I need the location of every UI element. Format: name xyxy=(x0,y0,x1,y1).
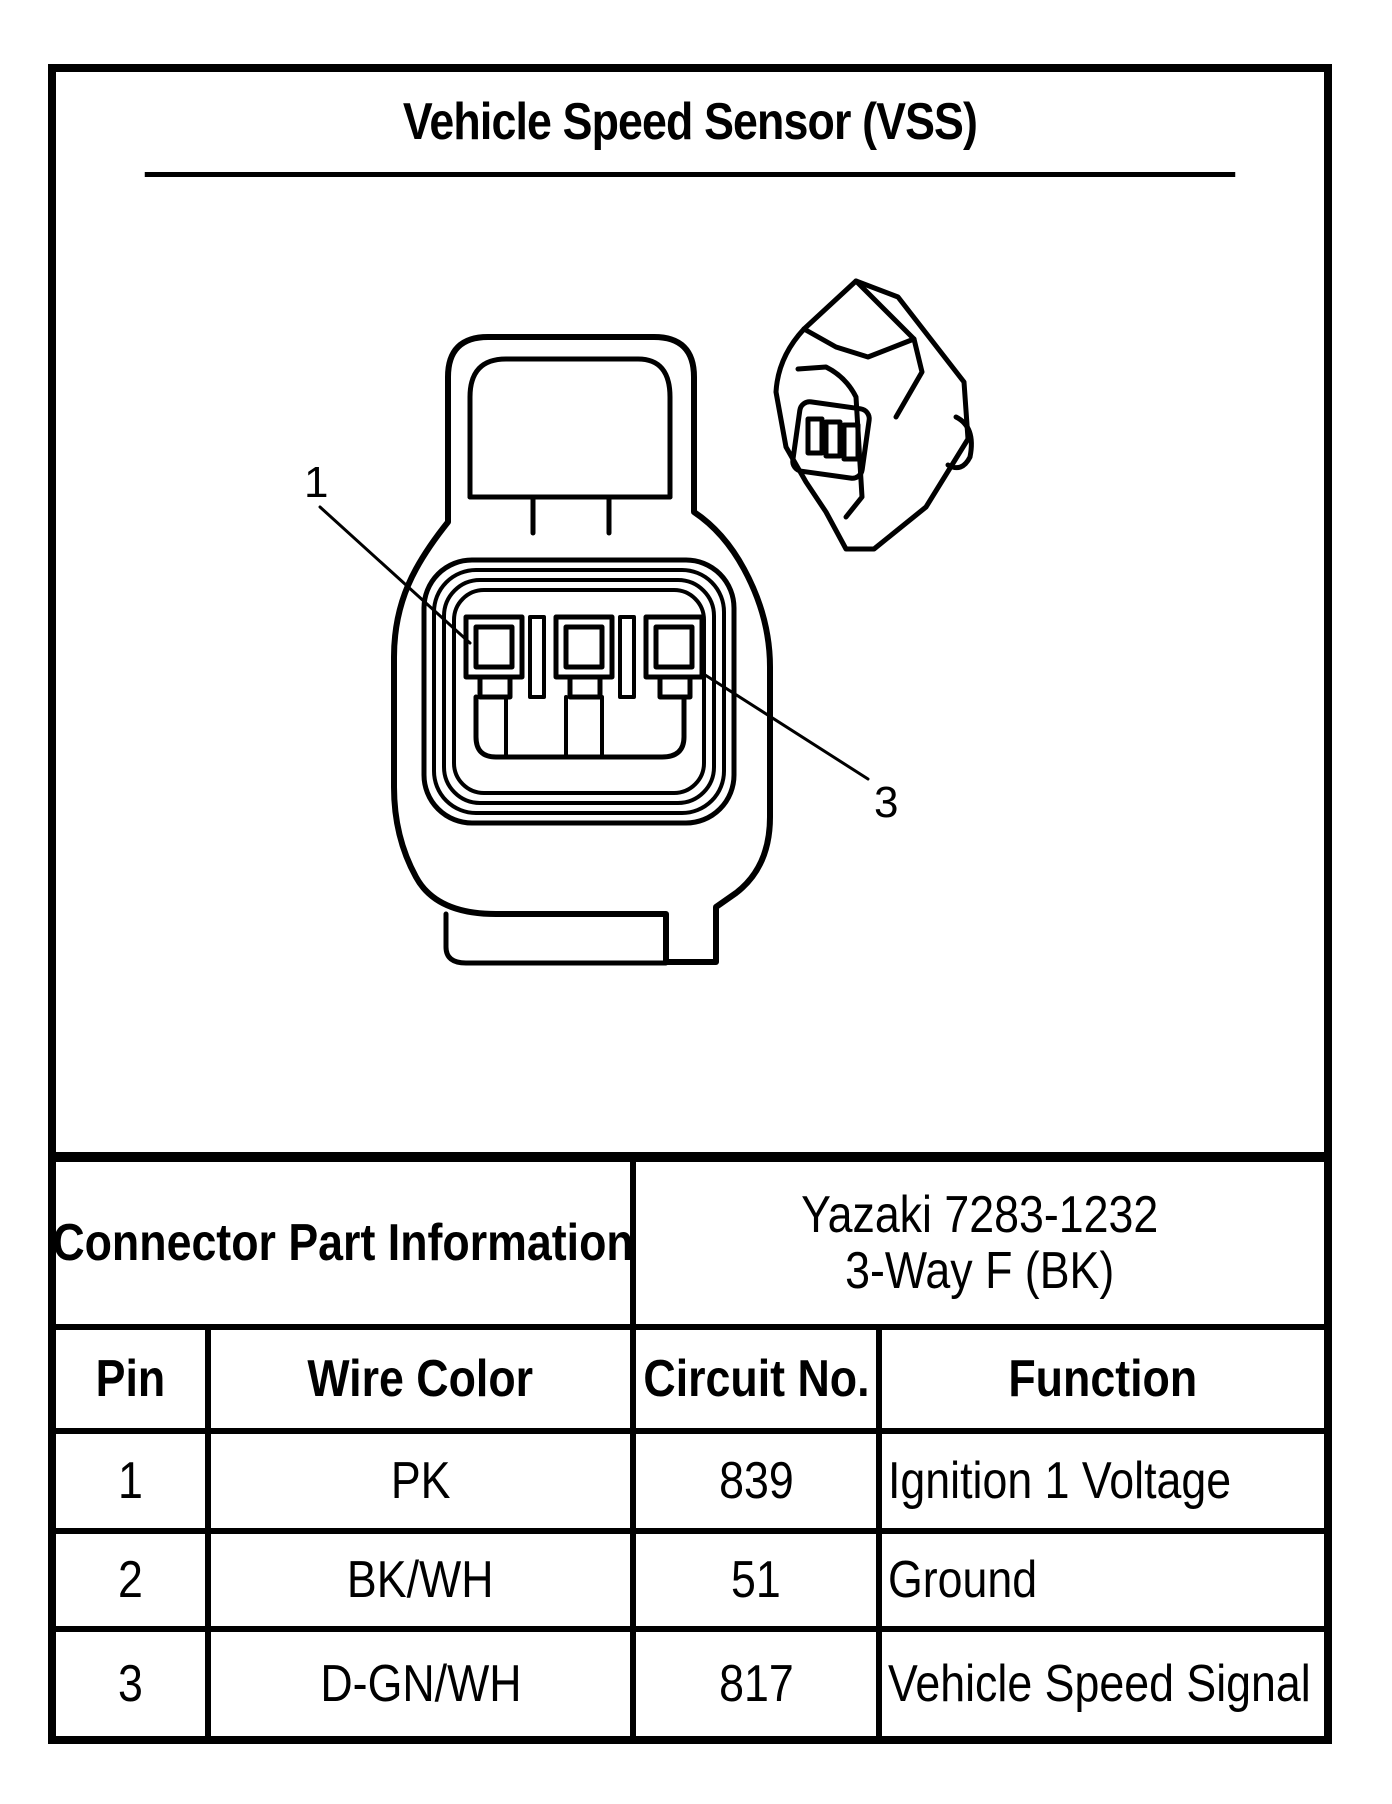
callout-3-leader xyxy=(700,671,870,781)
chart-title: Vehicle Speed Sensor (VSS) xyxy=(144,72,1236,177)
terminal-3 xyxy=(643,614,705,700)
pinout-table: Connector Part Information Yazaki 7283-1… xyxy=(56,1162,1324,1736)
connector-part-number: Yazaki 7283-1232 xyxy=(801,1185,1159,1244)
seal-ring-inner xyxy=(452,588,706,795)
row-3-wire-color: D-GN/WH xyxy=(211,1632,636,1736)
connector-drawing: 1 3 xyxy=(304,278,974,966)
row-2-circuit: 51 xyxy=(636,1534,882,1632)
row-2-wire-color: BK/WH xyxy=(211,1534,636,1632)
header-function: Function xyxy=(882,1330,1324,1434)
callout-1-label: 1 xyxy=(304,458,328,507)
connector-info-label: Connector Part Information xyxy=(56,1162,636,1330)
terminal-1 xyxy=(463,614,525,700)
row-2-function: Ground xyxy=(882,1534,1324,1632)
callout-1-leader xyxy=(318,505,472,645)
latch-tab xyxy=(467,356,673,500)
row-1-function: Ignition 1 Voltage xyxy=(882,1434,1324,1534)
connector-iso-view xyxy=(773,278,974,552)
connector-foot xyxy=(443,911,669,966)
row-3-pin: 3 xyxy=(56,1632,211,1736)
header-pin: Pin xyxy=(56,1330,211,1434)
terminal-2 xyxy=(553,614,615,700)
callout-3-label: 3 xyxy=(874,778,898,827)
connector-figure: 1 3 xyxy=(56,177,1324,1162)
connector-type: 3-Way F (BK) xyxy=(845,1242,1115,1300)
row-1-pin: 1 xyxy=(56,1434,211,1534)
connector-info-value: Yazaki 7283-1232 3-Way F (BK) xyxy=(636,1162,1324,1330)
row-1-circuit: 839 xyxy=(636,1434,882,1534)
row-3-circuit: 817 xyxy=(636,1632,882,1736)
row-2-pin: 2 xyxy=(56,1534,211,1632)
connector-chart: Vehicle Speed Sensor (VSS) xyxy=(48,64,1332,1744)
row-3-function: Vehicle Speed Signal xyxy=(888,1654,1311,1713)
seal-ring-3 xyxy=(442,578,716,805)
header-wire-color: Wire Color xyxy=(211,1330,636,1434)
connector-body-outline xyxy=(391,334,773,965)
seal-ring-outer xyxy=(421,557,737,826)
header-circuit: Circuit No. xyxy=(636,1330,882,1434)
row-1-wire-color: PK xyxy=(211,1434,636,1534)
seal-ring-2 xyxy=(432,568,726,815)
